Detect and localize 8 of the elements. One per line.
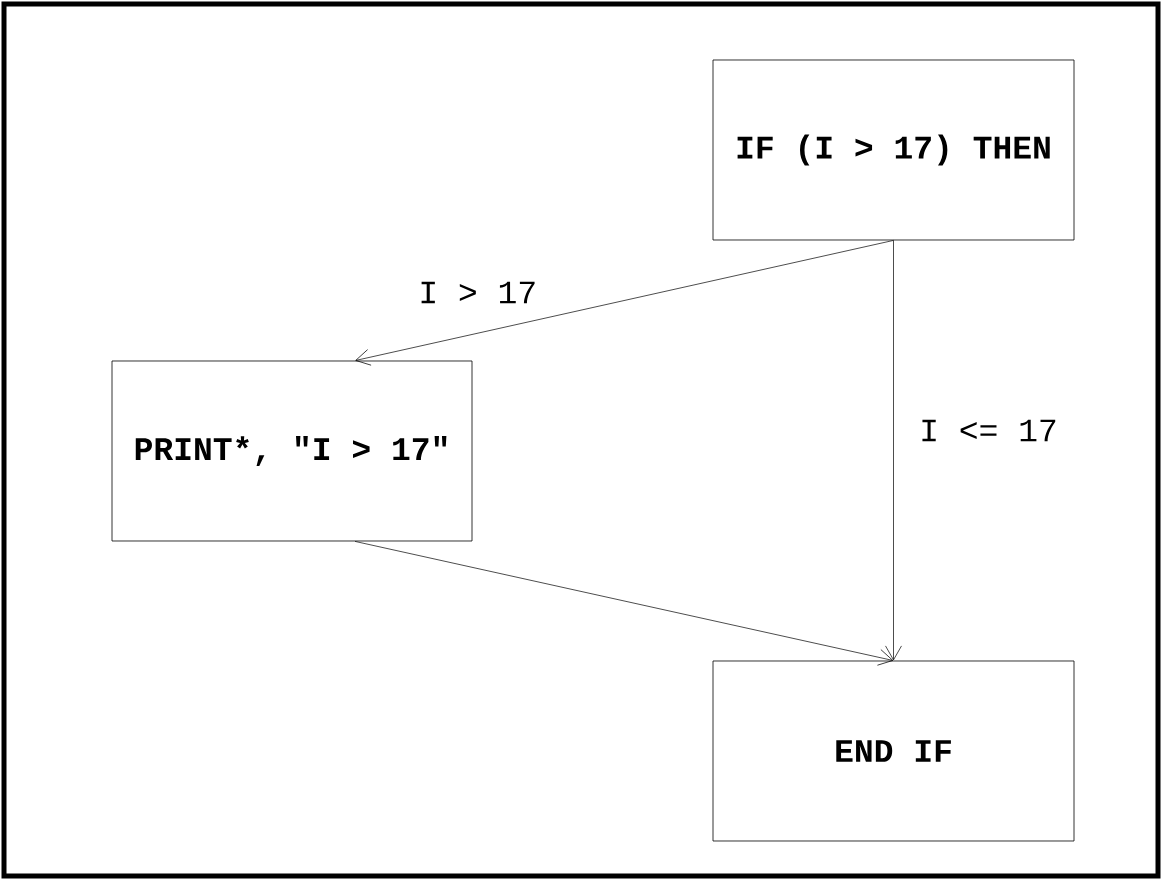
arrow <box>885 240 902 661</box>
edge-label: I <= 17 <box>917 417 1060 444</box>
arrow <box>354 541 894 666</box>
process-box: END IF <box>712 660 1075 842</box>
process-box: PRINT*, "I > 17" <box>111 360 473 542</box>
edge-label: I > 17 <box>416 279 540 306</box>
arrow <box>355 240 894 366</box>
process-box: IF (I > 17) THEN <box>712 59 1075 241</box>
